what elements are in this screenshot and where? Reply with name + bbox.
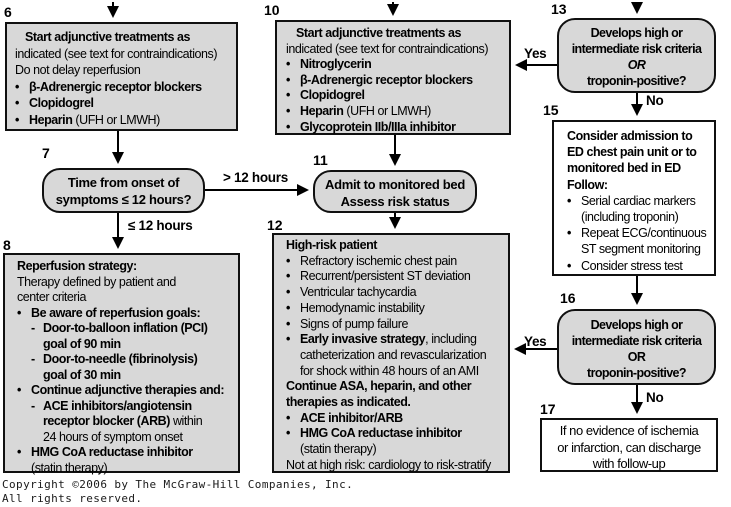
yes-label-box13: Yes <box>524 46 547 61</box>
box17-number: 17 <box>540 401 556 417</box>
copyright-line: Copyright ©2006 by The McGraw-Hill Compa… <box>2 478 354 491</box>
box8-reperfusion-strategy: Reperfusion strategy:Therapy defined by … <box>3 253 240 475</box>
le-12-hours-label: ≤ 12 hours <box>128 218 193 233</box>
box12-high-risk-patient: High-risk patient•Refractory ischemic ch… <box>272 233 510 473</box>
box6-number: 6 <box>4 4 12 20</box>
box8-number: 8 <box>3 237 11 253</box>
yes-label-box16: Yes <box>524 334 547 349</box>
box13-number: 13 <box>551 1 567 17</box>
no-label-box13: No <box>646 93 664 108</box>
gt-12-hours-label: > 12 hours <box>223 170 288 185</box>
no-label-box16: No <box>646 390 664 405</box>
box16-number: 16 <box>560 290 576 306</box>
box10-number: 10 <box>264 2 280 18</box>
box15-number: 15 <box>543 102 559 118</box>
box11-number: 11 <box>313 152 328 168</box>
rights-reserved-line: All rights reserved. <box>2 492 143 505</box>
box12-number: 12 <box>267 217 283 233</box>
box7-number: 7 <box>42 145 50 161</box>
